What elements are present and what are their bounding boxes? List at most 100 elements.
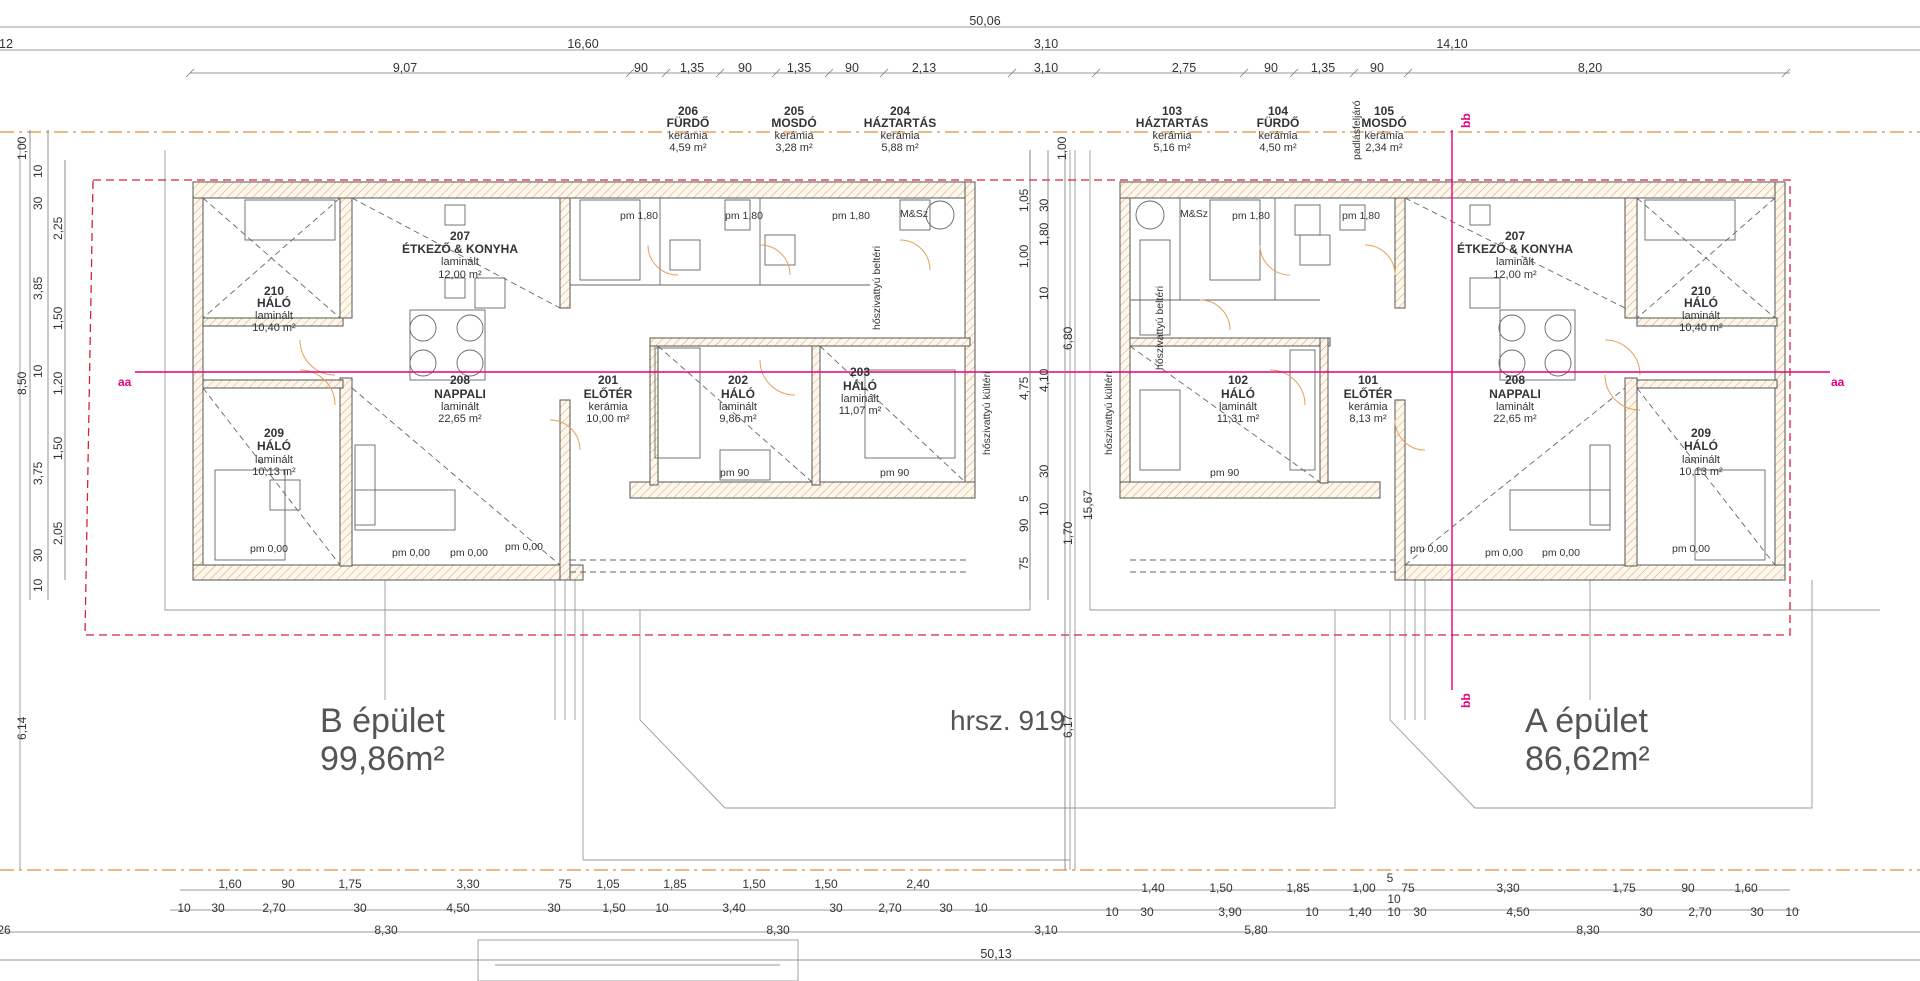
section-bb-top: bb xyxy=(1459,113,1473,128)
level-mark: pm 1,80 xyxy=(1342,210,1380,222)
dim: 10 xyxy=(31,578,45,592)
room-number: 208 xyxy=(450,373,470,387)
level-mark: pm 0,00 xyxy=(392,547,430,559)
dim: 90 xyxy=(1681,881,1695,895)
ms-mark: M&Sz xyxy=(900,208,928,220)
room-205: 205 MOSDÓ kerámia 3,28 m² xyxy=(771,104,816,154)
building-b-interior xyxy=(202,197,970,573)
dim: 75 xyxy=(1017,556,1031,570)
dim: 30 xyxy=(211,901,225,915)
room-area: 22,65 m² xyxy=(438,413,482,425)
dim: 1,50 xyxy=(742,877,766,891)
dim-top-r3: 1,35 xyxy=(787,61,811,75)
level-mark: pm 0,00 xyxy=(1542,547,1580,559)
room-area: 5,88 m² xyxy=(881,142,919,154)
room-number: 103 xyxy=(1162,104,1182,118)
dim: 3,30 xyxy=(456,877,480,891)
building-a-walls xyxy=(1119,181,1786,581)
room-name: HÁLÓ xyxy=(257,438,291,453)
room-204: 204 HÁZTARTÁS kerámia 5,88 m² xyxy=(864,104,936,154)
room-207-b: 207 ÉTKEZŐ & KONYHA laminált 12,00 m² xyxy=(402,229,518,281)
room-material: laminált xyxy=(255,310,293,322)
room-material: laminált xyxy=(841,393,879,405)
dim-top-r3: 90 xyxy=(738,61,752,75)
dim: 10 xyxy=(1305,905,1319,919)
room-area: 10,40 m² xyxy=(252,322,296,334)
dim: 8,30 xyxy=(766,923,790,937)
dim: 10 xyxy=(1037,502,1051,516)
room-202: 202 HÁLÓ laminált 9,86 m² xyxy=(719,373,757,425)
dim: 10 xyxy=(31,364,45,378)
level-mark: pm 0,00 xyxy=(450,547,488,559)
site-outlines xyxy=(19,140,1880,981)
dim: 1,80 xyxy=(1037,222,1051,246)
room-material: laminált xyxy=(1682,454,1720,466)
left-dimensions xyxy=(29,130,66,600)
room-material: kerámia xyxy=(880,130,920,142)
room-210-a: 210 HÁLÓ laminált 10,40 m² xyxy=(1679,284,1723,334)
dim-top-r2-1: 12 xyxy=(0,37,13,51)
dim: 30 xyxy=(1037,464,1051,478)
dim: 6,17 xyxy=(1061,714,1075,738)
dim: 10 xyxy=(1105,905,1119,919)
dim: 5 xyxy=(1017,495,1031,502)
section-aa-right: aa xyxy=(1831,375,1845,389)
dim-top-r3: 2,75 xyxy=(1172,61,1196,75)
dim-top-r3: 9,07 xyxy=(393,61,417,75)
top-dimensions xyxy=(0,26,1920,74)
room-number: 210 xyxy=(264,284,284,298)
room-name: HÁLÓ xyxy=(843,378,877,393)
room-name: HÁLÓ xyxy=(721,386,755,401)
room-name: MOSDÓ xyxy=(771,115,816,130)
dim: 30 xyxy=(1639,905,1653,919)
dim: 6,14 xyxy=(15,716,29,740)
room-name: FÜRDŐ xyxy=(667,115,710,130)
building-b-name: B épület xyxy=(320,702,445,740)
plot-boundary-lines xyxy=(0,131,1920,871)
dim: 3,85 xyxy=(31,276,45,300)
dim: 30 xyxy=(31,548,45,562)
room-area: 11,07 m² xyxy=(839,405,882,417)
room-101: 101 ELŐTÉR kerámia 8,13 m² xyxy=(1344,373,1393,425)
dim-extra-5: 5 xyxy=(1387,871,1394,885)
room-name: HÁZTARTÁS xyxy=(1136,115,1208,130)
section-lines xyxy=(135,130,1830,690)
dim-total-bottom: 50,13 xyxy=(980,947,1011,961)
room-207-a: 207 ÉTKEZŐ & KONYHA laminált 12,00 m² xyxy=(1457,229,1573,281)
dim: 15,67 xyxy=(1081,490,1095,520)
room-name: ÉTKEZŐ & KONYHA xyxy=(402,241,518,256)
room-number: 205 xyxy=(784,104,804,118)
dim: 8,30 xyxy=(1576,923,1600,937)
level-mark: pm 0,00 xyxy=(1410,543,1448,555)
dim-extra-10: 10 xyxy=(1387,892,1401,906)
dim: 1,00 xyxy=(15,136,29,160)
room-area: 4,50 m² xyxy=(1259,142,1297,154)
level-mark: pm 0,00 xyxy=(1485,547,1523,559)
attic-access: padlásfeljáró xyxy=(1351,100,1363,160)
building-a-name: A épület xyxy=(1525,702,1648,740)
top-ticks xyxy=(185,68,1791,78)
dim-top-r2-4: 14,10 xyxy=(1436,37,1467,51)
room-number: 210 xyxy=(1691,284,1711,298)
dim: 26 xyxy=(0,923,11,937)
bottom-row2: 10 30 2,70 30 4,50 30 1,50 10 3,40 30 2,… xyxy=(177,901,1799,919)
room-number: 104 xyxy=(1268,104,1288,118)
dim: 30 xyxy=(1037,198,1051,212)
dim-top-row3: 9,07 90 1,35 90 1,35 90 2,13 3,10 2,75 9… xyxy=(393,61,1602,75)
building-b-doors xyxy=(299,239,931,451)
dim: 1,70 xyxy=(1061,521,1075,545)
floor-levels: pm 1,80 pm 1,80 pm 1,80 M&Sz M&Sz pm 1,8… xyxy=(250,208,1710,559)
room-name: ELŐTÉR xyxy=(584,386,633,401)
dim: 3,90 xyxy=(1218,905,1242,919)
room-name: HÁZTARTÁS xyxy=(864,115,936,130)
bottom-row1: 1,60 90 1,75 3,30 75 1,05 1,85 1,50 1,50… xyxy=(218,877,1758,895)
dim: 1,85 xyxy=(1286,881,1310,895)
room-name: MOSDÓ xyxy=(1361,115,1406,130)
dim-top-r3: 1,35 xyxy=(1311,61,1335,75)
room-material: kerámia xyxy=(774,130,814,142)
heat-pump-outdoor-a: hőszivattyú kültéri xyxy=(1103,372,1115,455)
dim: 2,70 xyxy=(262,901,286,915)
room-102: 102 HÁLÓ laminált 11,31 m² xyxy=(1217,373,1260,425)
building-envelope xyxy=(84,179,1791,636)
